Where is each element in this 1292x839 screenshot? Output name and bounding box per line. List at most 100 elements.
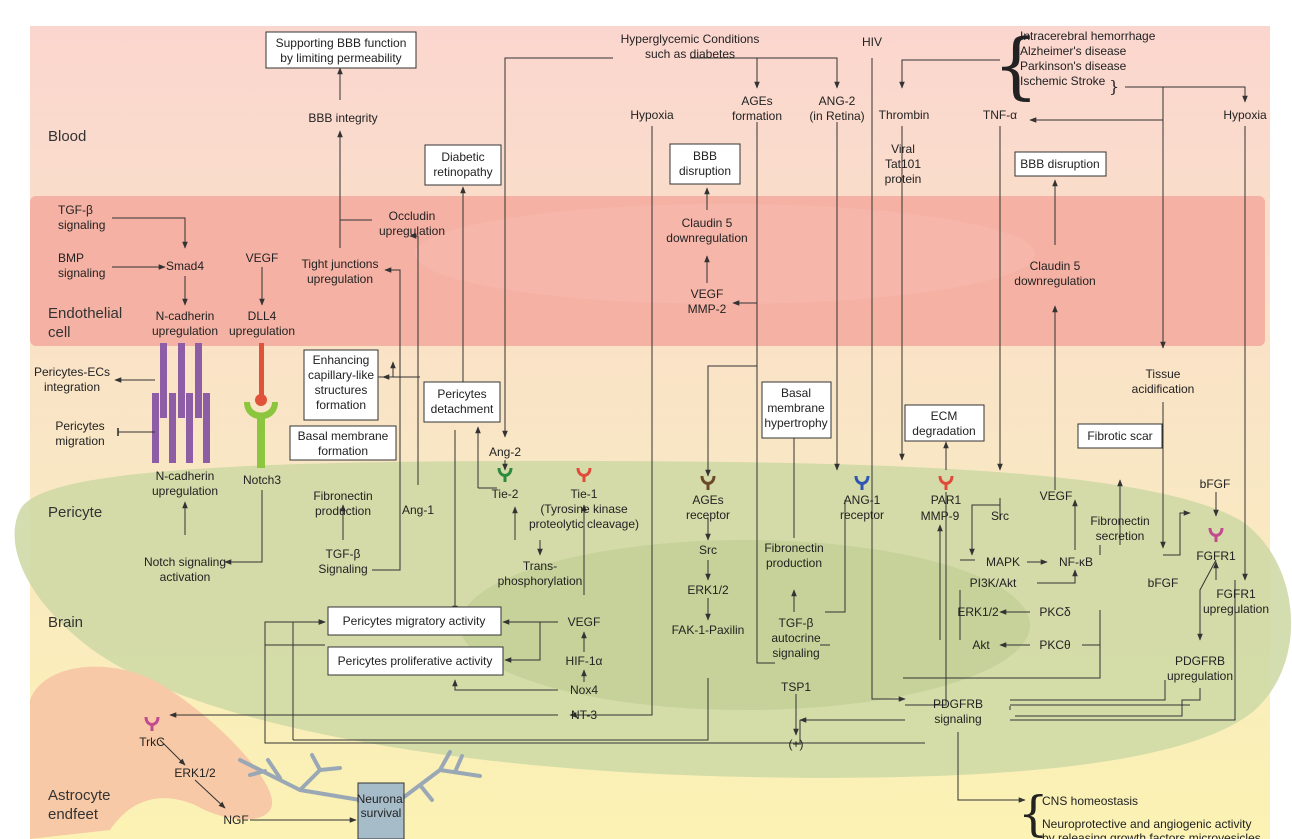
vegf-brain-label: VEGF — [568, 615, 601, 629]
notch3-receptor — [244, 343, 278, 468]
trkc-receptor-icon — [144, 716, 160, 731]
fgfr1-receptor-icon — [1208, 527, 1224, 542]
pericytes-detachment-box — [423, 381, 501, 423]
src-2-label: Src — [699, 543, 717, 557]
erk12-2-label: ERK1/2 — [687, 583, 729, 597]
bfgf-top-label: bFGF — [1200, 477, 1231, 491]
hiv-label: HIV — [862, 35, 882, 49]
bbb-disruption-text-2: BBB disruption — [1020, 157, 1099, 171]
hypoxia-label-1: Hypoxia — [630, 108, 674, 122]
region-brain: Brain — [48, 614, 83, 631]
ang2-label: Ang-2 — [489, 445, 521, 459]
mmp9-label: MMP-9 — [921, 509, 960, 523]
plus-label: (+) — [789, 737, 804, 751]
cns-label: CNS homeostasis — [1042, 794, 1138, 808]
connectors — [112, 57, 1248, 823]
tsp1-label: TSP1 — [781, 680, 811, 694]
cns-brace: { — [1018, 786, 1049, 839]
ecm-degradation-box — [904, 404, 985, 442]
neuron-body — [357, 782, 405, 839]
nt3-label: NT-3 — [571, 708, 597, 722]
ang2-retina-label: ANG-2(in Retina) — [809, 94, 864, 123]
tnf-label: TNF-α — [983, 108, 1017, 122]
diabetic-retinopathy-box — [424, 144, 502, 186]
neuron — [238, 750, 482, 839]
tie1-receptor-icon — [576, 467, 592, 482]
basal-membrane-formation-box — [289, 425, 397, 461]
proliferative-activity-text: Pericytes proliferative activity — [338, 654, 493, 668]
ngf-label: NGF — [223, 813, 248, 827]
n-cadherin-complex — [152, 343, 210, 463]
region-pericyte: Pericyte — [48, 504, 102, 521]
pkct-label: PKCθ — [1039, 638, 1071, 652]
mapk-label: MAPK — [986, 555, 1020, 569]
disease-brace-close: } — [1109, 77, 1119, 96]
erk12-1-label: ERK1/2 — [957, 605, 999, 619]
fak-label: FAK-1-Paxilin — [672, 623, 745, 637]
nox4-label: Nox4 — [570, 683, 598, 697]
fgfr1-label: FGFR1 — [1196, 549, 1236, 563]
endothelial-inner-ellipse — [415, 204, 1035, 304]
ages-receptor-icon — [700, 475, 716, 490]
par1-label: PAR1 — [931, 493, 962, 507]
migratory-activity-text: Pericytes migratory activity — [343, 614, 486, 628]
bbb-disruption-box-2 — [1014, 151, 1107, 177]
fibrotic-scar-box — [1077, 423, 1163, 449]
proliferative-activity-box — [327, 646, 504, 676]
hypoxia-label-2: Hypoxia — [1223, 108, 1267, 122]
ang1-label: Ang-1 — [402, 503, 434, 517]
supporting-bbb-box — [265, 31, 417, 69]
basal-membrane-hypertrophy-box — [761, 381, 832, 439]
src-1-label: Src — [991, 509, 1009, 523]
migratory-activity-box — [327, 606, 502, 636]
notch3-label: Notch3 — [243, 473, 281, 487]
trans-phos-label: Trans-phosphorylation — [498, 559, 583, 588]
pi3k-label: PI3K/Akt — [970, 576, 1017, 590]
bbb-integrity-label: BBB integrity — [308, 111, 377, 125]
nfkb-label: NF-κB — [1059, 555, 1093, 569]
vegf-peri-label: VEGF — [1040, 489, 1073, 503]
smad4-label: Smad4 — [166, 259, 204, 273]
enhancing-capillary-box — [303, 349, 379, 421]
akt-label: Akt — [972, 638, 990, 652]
par1-receptor-icon — [938, 475, 954, 490]
erk12-3-label: ERK1/2 — [174, 766, 216, 780]
